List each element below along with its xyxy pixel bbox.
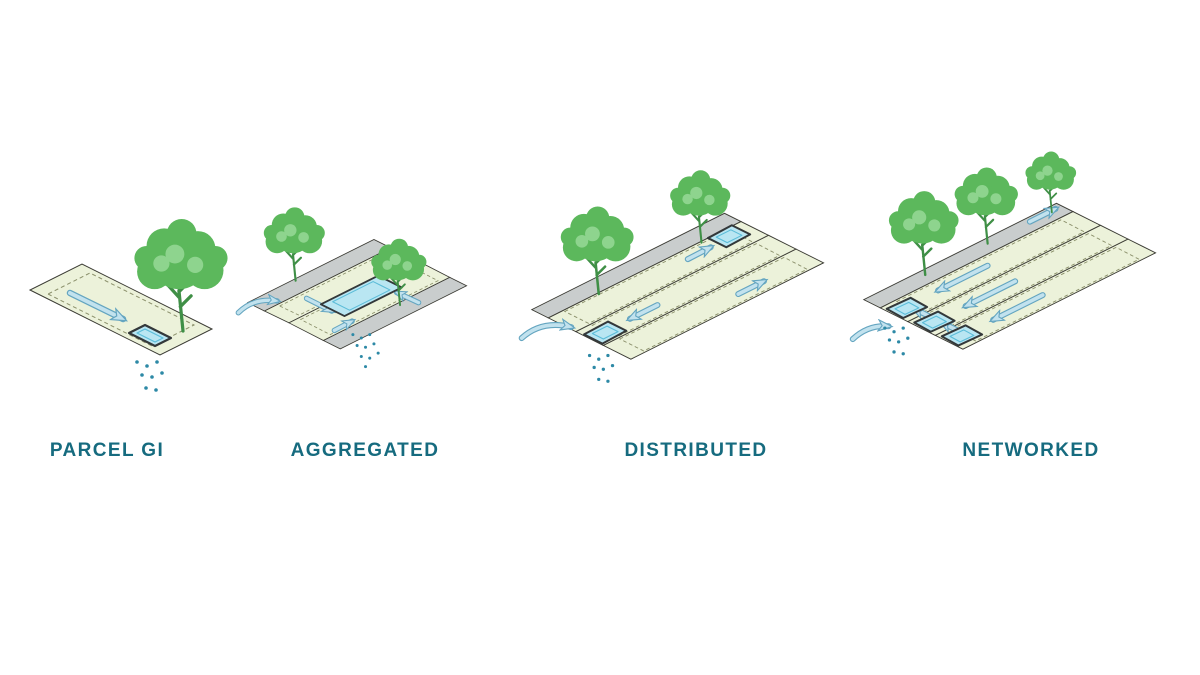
- flow-arrow: [331, 318, 352, 334]
- parcel-boundary-dashed: [278, 254, 402, 316]
- flow-arrow: [966, 278, 1019, 310]
- panel-parcel-gi: [25, 205, 245, 410]
- parcel-gi-illustration: [28, 217, 230, 392]
- panel-label-parcel-gi: PARCEL GI: [49, 440, 165, 461]
- aggregated-illustration: [235, 206, 468, 369]
- panel-label-distributed: DISTRIBUTED: [624, 440, 768, 461]
- flow-arrow: [684, 244, 711, 263]
- parcel-boundary-dashed: [563, 229, 754, 324]
- infiltration-basin: [885, 296, 929, 320]
- flow-arrow: [735, 278, 764, 298]
- infiltration-basin: [706, 224, 752, 249]
- flow-arrow: [235, 300, 277, 316]
- parcel-boundary-dashed: [299, 265, 439, 336]
- rain-droplets: [883, 326, 910, 356]
- panel-aggregated: [235, 193, 475, 408]
- parcel-boundary-dashed: [618, 256, 809, 352]
- rain-droplets: [135, 360, 164, 392]
- flow-arrow: [397, 289, 422, 306]
- flow-arrow: [938, 262, 991, 294]
- panel-label-aggregated: AGGREGATED: [290, 440, 440, 461]
- panel-distributed: [518, 158, 830, 420]
- panel-label-networked: NETWORKED: [962, 440, 1100, 461]
- parcel-area: [602, 248, 825, 360]
- networked-illustration: [849, 150, 1157, 356]
- panel-networked: [849, 148, 1162, 410]
- infiltration-basin: [940, 324, 984, 347]
- flow-arrow: [303, 295, 332, 314]
- parcel-boundary-dashed: [46, 272, 196, 347]
- rain-droplets: [351, 333, 380, 369]
- flow-arrow: [849, 326, 889, 343]
- flow-arrow: [630, 302, 661, 322]
- rain-droplets: [587, 353, 615, 383]
- distributed-illustration: [518, 169, 825, 383]
- infiltration-basin: [583, 320, 628, 345]
- flow-arrow: [518, 325, 572, 342]
- flow-arrow: [993, 292, 1046, 323]
- flow-arrow: [66, 289, 123, 323]
- infiltration-basin: [127, 323, 173, 348]
- tree-icon: [1024, 150, 1077, 214]
- infiltration-basin: [913, 310, 956, 333]
